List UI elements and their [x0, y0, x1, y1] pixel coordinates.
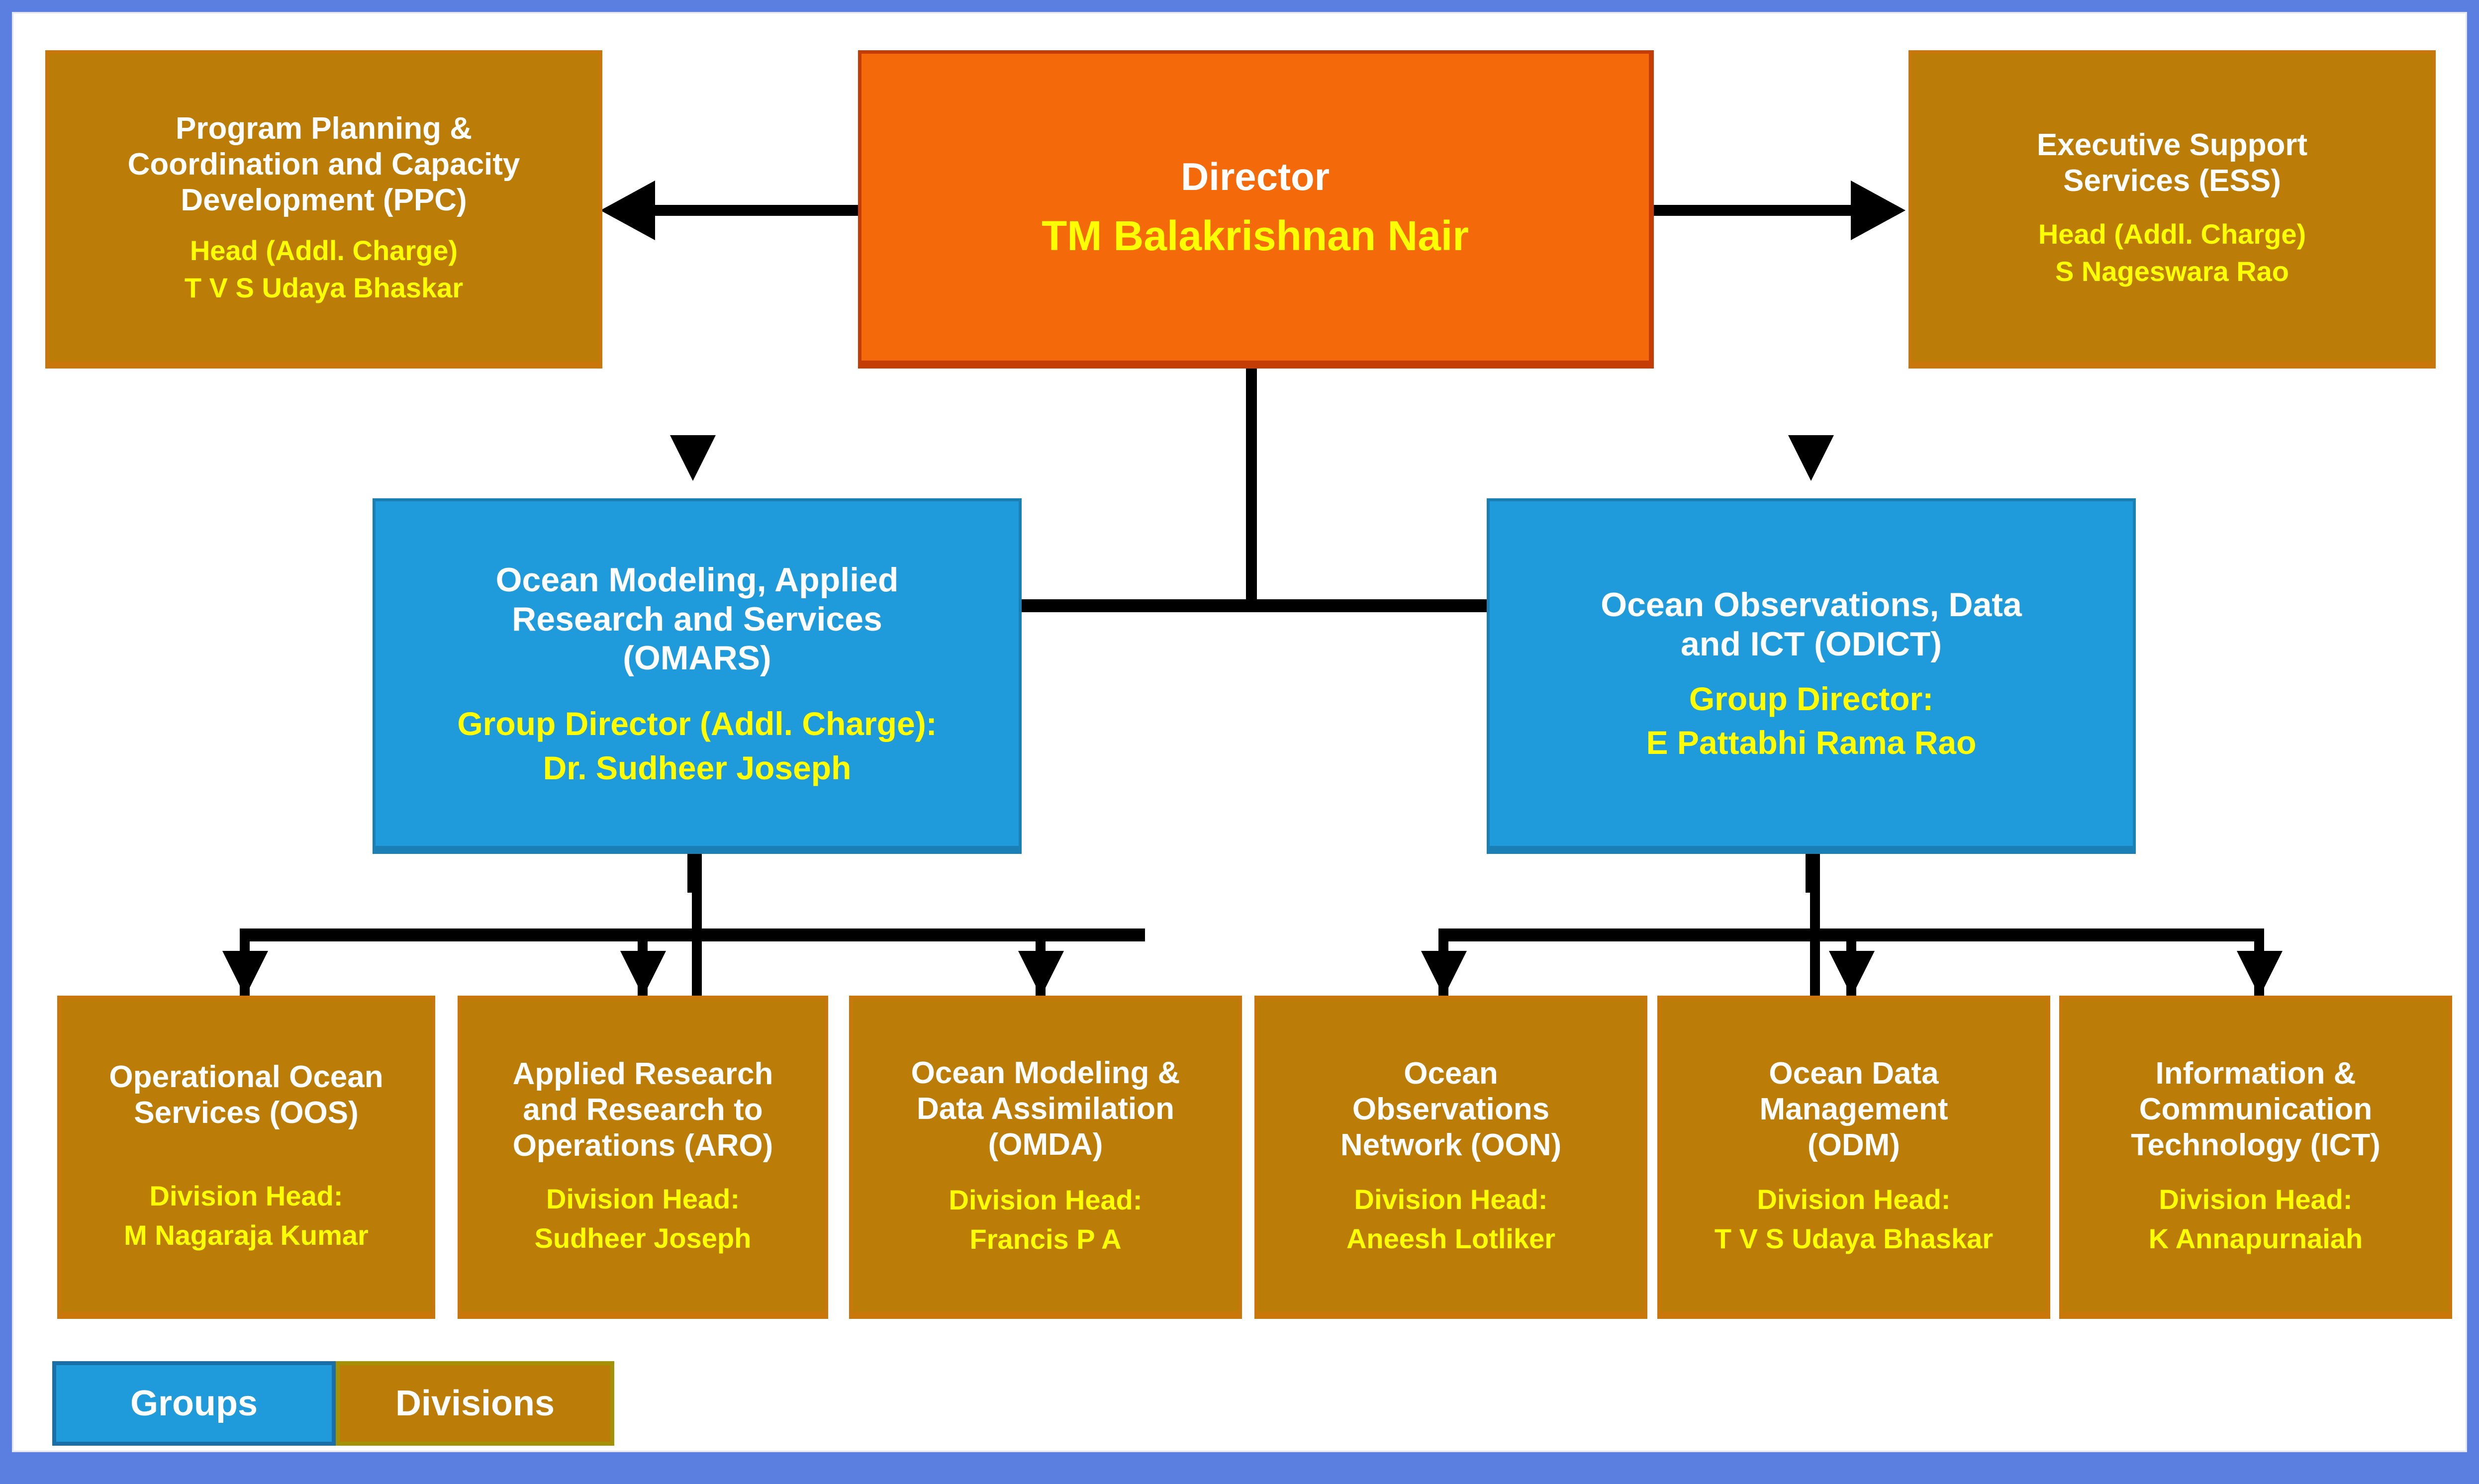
legend-groups-label: Groups: [130, 1384, 258, 1423]
node-odict-role-label: Group Director:: [1689, 680, 1934, 717]
node-odm-role-name: T V S Udaya Bhaskar: [1714, 1223, 1994, 1255]
legend-item-groups[interactable]: Groups: [52, 1361, 336, 1446]
node-oos-title: Operational Ocean Services (OOS): [109, 1059, 383, 1130]
node-ict-title: Information & Communication Technology (…: [2131, 1056, 2381, 1162]
node-ppc-role-label: Head (Addl. Charge): [190, 235, 458, 267]
node-odict[interactable]: Ocean Observations, Data and ICT (ODICT)…: [1487, 498, 2136, 854]
node-omda-role-name: Francis P A: [969, 1223, 1122, 1255]
node-oos-role-label: Division Head:: [149, 1180, 343, 1212]
arrowhead-to-ess: [1851, 181, 1906, 240]
node-ict-role-name: K Annapurnaiah: [2148, 1223, 2363, 1255]
node-aro-role-label: Division Head:: [546, 1183, 740, 1215]
node-omda-role-label: Division Head:: [949, 1184, 1143, 1216]
node-oon-role-name: Aneesh Lotliker: [1346, 1223, 1556, 1255]
node-ess-title: Executive Support Services (ESS): [2036, 127, 2308, 198]
node-odict-role-name: E Pattabhi Rama Rao: [1646, 724, 1977, 761]
legend-item-divisions[interactable]: Divisions: [336, 1361, 614, 1446]
node-director-role: TM Balakrishnan Nair: [1042, 212, 1469, 260]
node-omda-title: Ocean Modeling & Data Assimilation (OMDA…: [911, 1055, 1180, 1162]
arrowhead-to-ppc: [600, 181, 655, 240]
legend: Groups Divisions: [52, 1361, 614, 1446]
node-director-title: Director: [1180, 154, 1330, 198]
arrowhead-to-odm: [1829, 951, 1875, 997]
node-omda[interactable]: Ocean Modeling & Data Assimilation (OMDA…: [849, 996, 1242, 1319]
node-omars-role-label: Group Director (Addl. Charge):: [457, 705, 937, 742]
node-oos-role-name: M Nagaraja Kumar: [124, 1219, 369, 1251]
node-ict-role-label: Division Head:: [2159, 1184, 2353, 1215]
arrowhead-to-ict: [2237, 951, 2283, 997]
node-aro-role-name: Sudheer Joseph: [534, 1222, 752, 1254]
node-ppc-title: Program Planning & Coordination and Capa…: [127, 111, 520, 217]
node-omars-title: Ocean Modeling, Applied Research and Ser…: [495, 560, 899, 677]
node-odm[interactable]: Ocean Data Management (ODM) Division Hea…: [1657, 996, 2050, 1319]
node-odict-title: Ocean Observations, Data and ICT (ODICT): [1601, 586, 2022, 663]
connector-director-stem: [1246, 369, 1257, 607]
arrowhead-to-aro: [620, 951, 666, 997]
node-ppc-role-name: T V S Udaya Bhaskar: [184, 272, 464, 304]
arrowhead-to-omars: [670, 435, 716, 481]
connector-director-to-ppc: [655, 205, 864, 216]
node-oos[interactable]: Operational Ocean Services (OOS) Divisio…: [57, 996, 435, 1319]
connector-director-to-ess: [1642, 205, 1851, 216]
node-ess-role-label: Head (Addl. Charge): [2038, 218, 2306, 250]
node-oon-role-label: Division Head:: [1354, 1184, 1548, 1215]
arrowhead-to-oos: [222, 951, 268, 997]
node-director[interactable]: Director TM Balakrishnan Nair: [858, 50, 1654, 369]
node-ess-role-name: S Nageswara Rao: [2055, 256, 2289, 287]
node-oon-title: Ocean Observations Network (OON): [1340, 1056, 1562, 1162]
arrowhead-to-odict: [1788, 435, 1834, 481]
node-odm-role-label: Division Head:: [1757, 1184, 1951, 1215]
node-ppc[interactable]: Program Planning & Coordination and Capa…: [45, 50, 602, 369]
node-omars[interactable]: Ocean Modeling, Applied Research and Ser…: [373, 498, 1022, 854]
node-oon[interactable]: Ocean Observations Network (OON) Divisio…: [1254, 996, 1647, 1319]
chart-page: Program Planning & Coordination and Capa…: [12, 12, 2467, 1452]
node-omars-role-name: Dr. Sudheer Joseph: [543, 749, 852, 786]
connector-omars-crossbar: [240, 928, 1145, 941]
arrowhead-to-omda: [1018, 951, 1064, 997]
node-aro[interactable]: Applied Research and Research to Operati…: [458, 996, 828, 1319]
arrowhead-to-oon: [1421, 951, 1467, 997]
node-ict[interactable]: Information & Communication Technology (…: [2059, 996, 2452, 1319]
node-ess[interactable]: Executive Support Services (ESS) Head (A…: [1908, 50, 2436, 369]
node-odm-title: Ocean Data Management (ODM): [1759, 1056, 1948, 1162]
legend-divisions-label: Divisions: [395, 1384, 555, 1423]
node-aro-title: Applied Research and Research to Operati…: [512, 1056, 773, 1163]
